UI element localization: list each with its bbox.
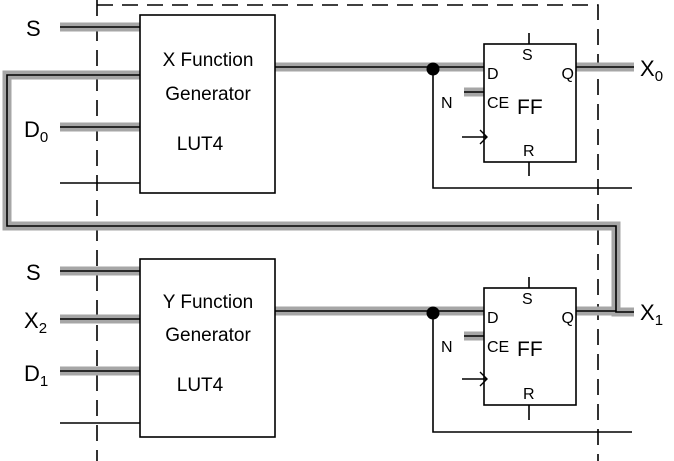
ff-bottom-reset-pin: R bbox=[523, 386, 535, 403]
flip-flop-top: S D Q CE FF R bbox=[462, 43, 577, 163]
input-label-d0: D0 bbox=[24, 117, 48, 146]
x-block-subtitle: Generator bbox=[165, 84, 251, 105]
ff-top-reset-pin: R bbox=[523, 143, 535, 160]
black-wires bbox=[6, 26, 634, 433]
x-block-title: X Function bbox=[163, 50, 254, 71]
output-label-x0: X0 bbox=[640, 56, 663, 85]
input-label-s-bottom: S bbox=[26, 260, 41, 285]
junction-dot bbox=[426, 62, 440, 76]
ce-input-n-bottom: N bbox=[441, 339, 453, 356]
y-block-lut-label: LUT4 bbox=[177, 375, 224, 396]
ff-top-name: FF bbox=[517, 96, 543, 119]
ff-top-d-pin: D bbox=[487, 66, 499, 83]
input-label-s-top: S bbox=[26, 16, 41, 41]
clock-arrow-icon bbox=[462, 129, 488, 145]
junction-dot bbox=[426, 306, 440, 320]
ce-input-n-top: N bbox=[441, 95, 453, 112]
input-label-x2: X2 bbox=[24, 308, 47, 337]
clock-arrow-icon bbox=[462, 371, 488, 387]
ff-top-ce-pin: CE bbox=[487, 95, 509, 112]
ff-bottom-set-pin: S bbox=[522, 291, 533, 308]
ff-bottom-q-pin: Q bbox=[562, 310, 574, 327]
flip-flop-bottom: S D Q CE FF R bbox=[462, 287, 577, 406]
x-function-generator: X Function Generator LUT4 bbox=[139, 14, 276, 194]
y-function-generator: Y Function Generator LUT4 bbox=[139, 258, 276, 438]
ff-bottom-name: FF bbox=[517, 338, 543, 361]
output-label-x1: X1 bbox=[640, 300, 663, 329]
y-block-title: Y Function bbox=[163, 292, 253, 313]
ff-bottom-ce-pin: CE bbox=[487, 339, 509, 356]
input-label-d1: D1 bbox=[24, 361, 48, 390]
ff-bottom-d-pin: D bbox=[487, 310, 499, 327]
ff-top-q-pin: Q bbox=[562, 66, 574, 83]
x-block-lut-label: LUT4 bbox=[177, 134, 224, 155]
y-block-subtitle: Generator bbox=[165, 325, 251, 346]
ff-top-set-pin: S bbox=[522, 47, 533, 64]
